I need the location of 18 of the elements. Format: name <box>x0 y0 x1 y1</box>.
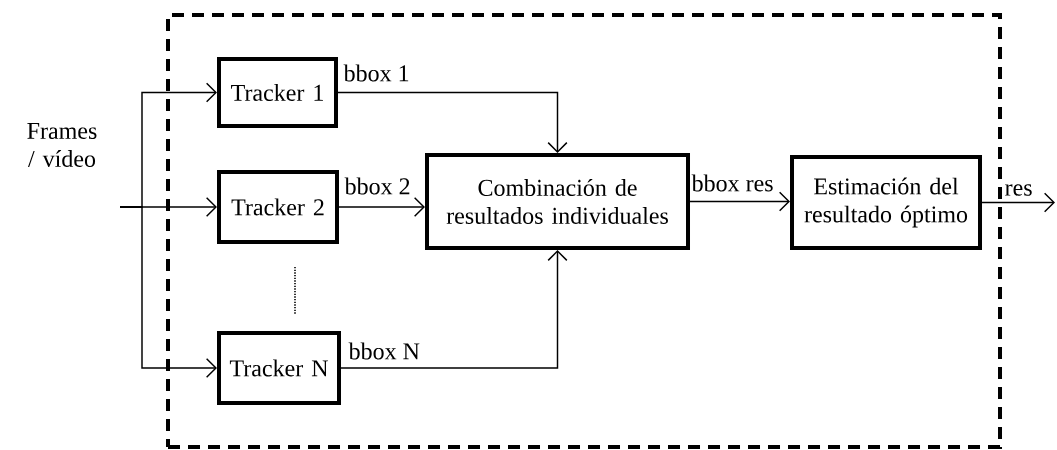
process-box: Tracker 2 <box>217 170 339 244</box>
edge-label: bbox 1 <box>342 63 411 83</box>
arrow <box>337 91 568 153</box>
arrow <box>340 250 568 369</box>
process-box: Combinación de resultados individuales <box>425 153 690 250</box>
process-box: Tracker N <box>217 331 341 405</box>
caption-text: Frames / vídeo <box>27 123 97 167</box>
edge-label: bbox N <box>347 341 422 361</box>
arrow <box>689 191 790 212</box>
arrow <box>338 196 425 218</box>
dashed-frame <box>166 13 1002 449</box>
process-box: Estimación del resultado óptimo <box>790 155 982 250</box>
edge-label: bbox 2 <box>343 176 412 196</box>
process-box: Tracker 1 <box>217 57 338 128</box>
edge-label: bbox res <box>690 173 775 193</box>
arrow <box>981 192 1055 213</box>
edge-label: res <box>1003 182 1034 198</box>
arrow <box>119 206 217 379</box>
